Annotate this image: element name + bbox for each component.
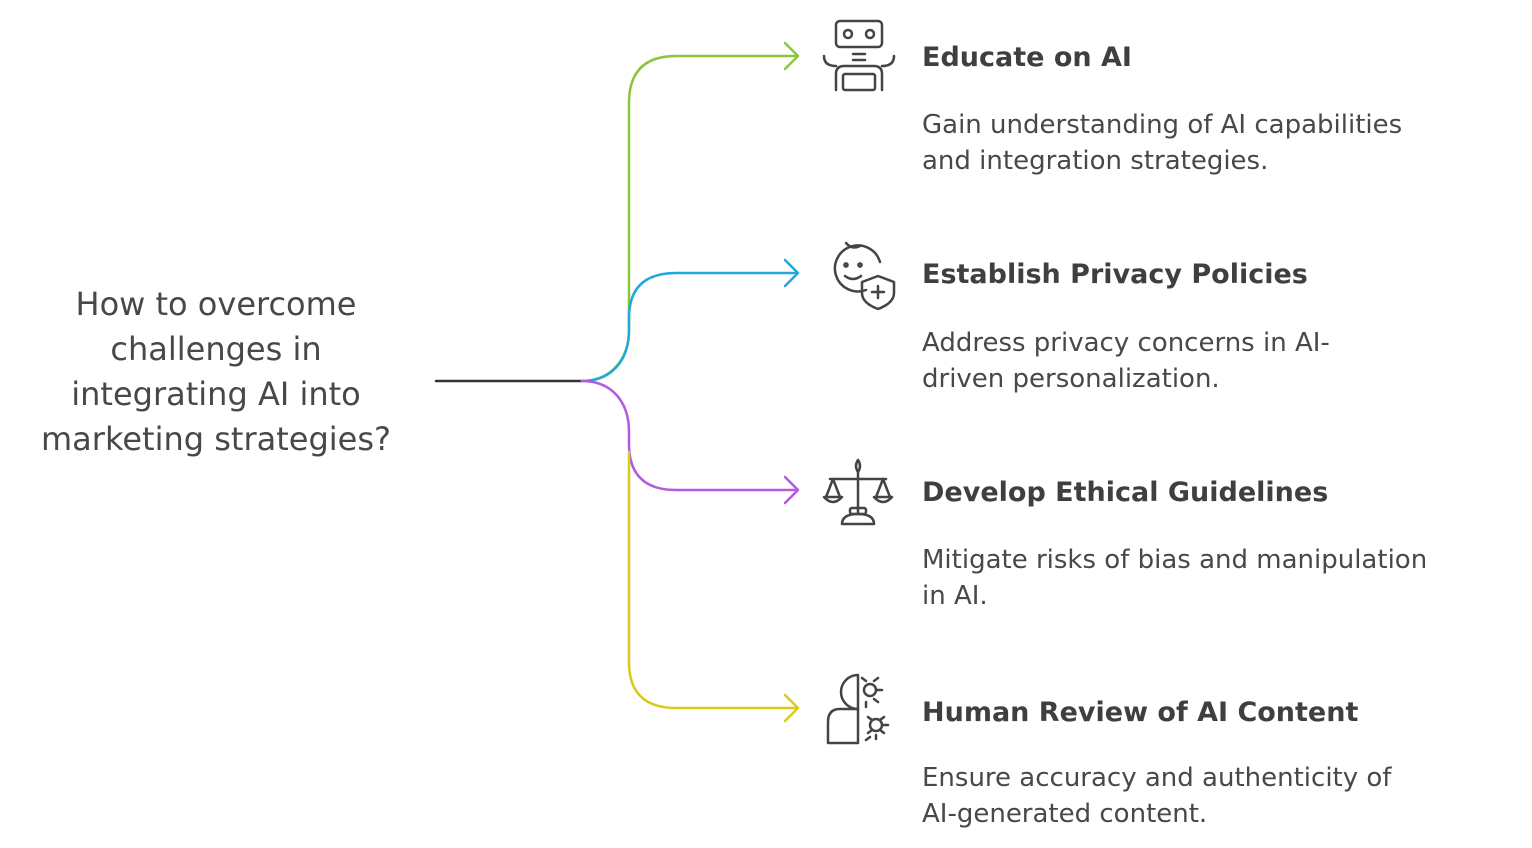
- description-line: driven personalization.: [922, 364, 1220, 394]
- arrowhead-educate: [783, 41, 800, 71]
- question-line: marketing strategies?: [41, 420, 391, 458]
- item-description-privacy: Address privacy concerns in AI- driven p…: [922, 325, 1512, 397]
- arrowhead-privacy: [783, 258, 800, 288]
- item-description-educate: Gain understanding of AI capabilities an…: [922, 107, 1512, 179]
- central-question: How to overcome challenges in integratin…: [10, 282, 422, 462]
- question-line: integrating AI into: [71, 375, 361, 413]
- item-description-human-review: Ensure accuracy and authenticity of AI-g…: [922, 760, 1512, 832]
- item-title-human-review: Human Review of AI Content: [922, 697, 1359, 728]
- item-description-ethical: Mitigate risks of bias and manipulation …: [922, 542, 1512, 614]
- item-title-educate: Educate on AI: [922, 42, 1132, 73]
- branch-line-educate: [580, 54, 799, 383]
- description-line: Address privacy concerns in AI-: [922, 328, 1330, 358]
- description-line: Gain understanding of AI capabilities: [922, 110, 1403, 140]
- robot-icon: [822, 19, 896, 92]
- arrowhead-human-review: [783, 693, 800, 723]
- branch-line-ethical: [580, 379, 799, 492]
- arrowhead-ethical: [783, 475, 800, 505]
- item-title-privacy: Establish Privacy Policies: [922, 259, 1308, 290]
- human-gear-icon: [826, 673, 890, 745]
- description-line: Ensure accuracy and authenticity of: [922, 763, 1392, 793]
- question-line: How to overcome: [75, 285, 357, 323]
- branch-line-privacy: [580, 271, 799, 383]
- description-line: in AI.: [922, 581, 988, 611]
- description-line: Mitigate risks of bias and manipulation: [922, 545, 1428, 575]
- description-line: and integration strategies.: [922, 146, 1269, 176]
- question-line: challenges in: [110, 330, 322, 368]
- item-title-ethical: Develop Ethical Guidelines: [922, 477, 1329, 508]
- description-line: AI-generated content.: [922, 799, 1208, 829]
- face-shield-icon: [833, 241, 896, 311]
- scale-icon: [822, 458, 894, 526]
- branch-line-human-review: [627, 450, 799, 710]
